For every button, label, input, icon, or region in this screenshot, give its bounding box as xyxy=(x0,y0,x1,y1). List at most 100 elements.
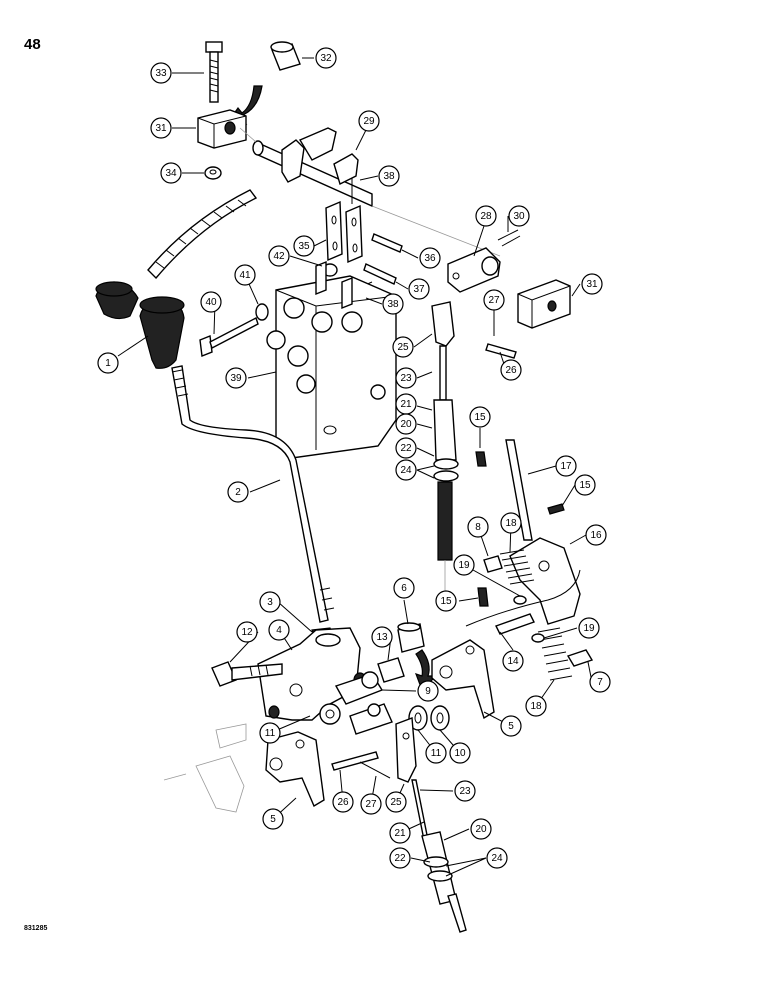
insertion-arrow-6 xyxy=(414,649,438,692)
callout-label: 21 xyxy=(394,828,406,839)
part-14-bolt xyxy=(495,613,535,635)
callout-label: 15 xyxy=(440,596,452,607)
callout-circle xyxy=(395,459,417,481)
callout-label: 14 xyxy=(507,656,519,667)
part-41-washer xyxy=(255,303,269,321)
callout-31: 31 xyxy=(150,117,172,139)
callout-31: 31 xyxy=(581,273,603,295)
part-31-block-upper xyxy=(197,109,247,149)
callout-23: 23 xyxy=(454,780,476,802)
callout-circle xyxy=(500,715,522,737)
part-13-nut xyxy=(377,657,405,683)
callout-40: 40 xyxy=(200,291,222,313)
callout-label: 10 xyxy=(454,748,466,759)
callout-label: 20 xyxy=(475,824,487,835)
callout-label: 17 xyxy=(560,461,572,472)
callout-circle xyxy=(578,617,600,639)
callout-36: 36 xyxy=(419,247,441,269)
callout-label: 36 xyxy=(424,253,436,264)
callout-label: 27 xyxy=(488,295,500,306)
callout-label: 16 xyxy=(590,530,602,541)
callout-label: 38 xyxy=(387,299,399,310)
part-34-nut xyxy=(204,166,222,180)
callout-circle xyxy=(408,278,430,300)
callout-label: 31 xyxy=(155,123,167,134)
part-16-bracket xyxy=(509,537,581,625)
callout-label: 11 xyxy=(431,748,442,759)
callout-circle xyxy=(525,695,547,717)
part-6-bushing xyxy=(397,622,425,653)
callout-label: 39 xyxy=(230,373,242,384)
part-15-pin-b xyxy=(547,503,565,515)
callout-circle xyxy=(225,367,247,389)
part-18-spring-lower xyxy=(537,627,573,681)
callout-circle xyxy=(389,847,411,869)
callout-circle xyxy=(371,626,393,648)
part-19-washer-upper xyxy=(513,595,527,605)
callout-label: 18 xyxy=(505,518,517,529)
cable-sleeve xyxy=(147,189,258,280)
callout-label: 21 xyxy=(400,399,412,410)
part-26-pin-upper xyxy=(485,343,517,359)
callout-22: 22 xyxy=(395,437,417,459)
callout-42: 42 xyxy=(268,245,290,267)
callout-9: 9 xyxy=(417,680,439,702)
part-35-links xyxy=(325,200,363,264)
callout-25: 25 xyxy=(392,336,414,358)
callout-23: 23 xyxy=(395,367,417,389)
part-10-washer xyxy=(430,705,450,731)
part-2-lever xyxy=(171,365,329,623)
callout-5: 5 xyxy=(500,715,522,737)
part-37-pin xyxy=(363,263,397,285)
callout-20: 20 xyxy=(470,818,492,840)
callout-16: 16 xyxy=(585,524,607,546)
part-12-bolt xyxy=(211,661,283,687)
callout-circle xyxy=(200,291,222,313)
callout-34: 34 xyxy=(160,162,182,184)
part-27-pin-lower xyxy=(359,761,391,779)
callout-label: 22 xyxy=(394,853,406,864)
callout-circle xyxy=(393,577,415,599)
callout-circle xyxy=(160,162,182,184)
callout-25: 25 xyxy=(385,791,407,813)
part-36-pin xyxy=(371,233,403,253)
part-5-bracket-right xyxy=(431,639,495,720)
callout-circle xyxy=(425,742,447,764)
part-1-knob xyxy=(95,281,185,369)
figure-code: 831285 xyxy=(24,925,48,932)
callout-label: 4 xyxy=(276,625,282,636)
callout-label: 35 xyxy=(298,241,310,252)
callout-label: 1 xyxy=(105,358,111,369)
part-31-block-right xyxy=(517,279,571,329)
callout-18: 18 xyxy=(500,512,522,534)
callout-circle xyxy=(555,455,577,477)
callout-41: 41 xyxy=(234,264,256,286)
callout-32: 32 xyxy=(315,47,337,69)
part-5-bracket-left xyxy=(265,731,325,808)
callout-circle xyxy=(419,247,441,269)
part-drawings xyxy=(95,41,594,933)
callout-label: 15 xyxy=(474,412,486,423)
callout-circle xyxy=(259,722,281,744)
callout-1: 1 xyxy=(97,352,119,374)
part-15-pin-c xyxy=(477,587,489,607)
callout-35: 35 xyxy=(293,235,315,257)
callout-label: 32 xyxy=(320,53,332,64)
callout-label: 19 xyxy=(583,623,595,634)
cable-assembly-upper xyxy=(431,301,459,600)
callout-7: 7 xyxy=(589,671,611,693)
callout-circle xyxy=(483,289,505,311)
page-number: 48 xyxy=(24,36,41,53)
callout-11: 11 xyxy=(425,742,447,764)
callout-37: 37 xyxy=(408,278,430,300)
callout-label: 12 xyxy=(241,627,253,638)
callout-circle xyxy=(500,512,522,534)
callout-circle xyxy=(500,359,522,381)
callout-circle xyxy=(293,235,315,257)
callout-15: 15 xyxy=(574,474,596,496)
callout-circle xyxy=(435,590,457,612)
callout-6: 6 xyxy=(393,577,415,599)
callout-24: 24 xyxy=(486,847,508,869)
callout-circle xyxy=(268,245,290,267)
